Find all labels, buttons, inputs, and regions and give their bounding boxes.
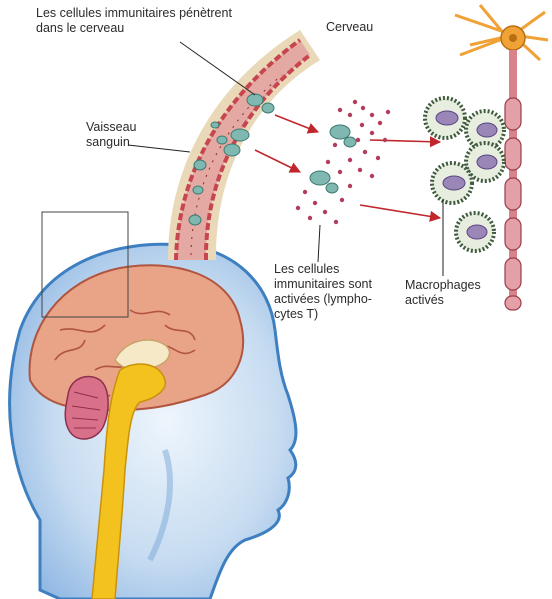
blood-vessel: [168, 30, 320, 260]
label-blood-vessel: Vaisseau sanguin: [86, 120, 176, 150]
cerebellum: [65, 376, 108, 439]
macrophages: [425, 98, 504, 251]
label-activated-t-cells: Les cellules immunitaires sont activées …: [274, 262, 394, 322]
label-cells-enter-brain: Les cellules immunitaires pénètrent dans…: [36, 6, 246, 36]
lymphocyte-cluster: [296, 100, 390, 224]
label-brain: Cerveau: [326, 20, 373, 35]
label-activated-macrophages: Macrophages activés: [405, 278, 515, 308]
